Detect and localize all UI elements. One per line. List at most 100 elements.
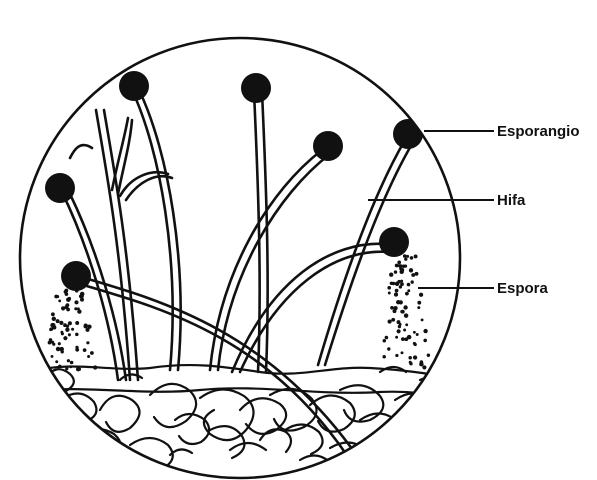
- spore-dot: [49, 338, 53, 342]
- spore-dot: [403, 329, 406, 332]
- spore-dot: [50, 327, 53, 330]
- spore-dot: [67, 359, 70, 362]
- spore-dot: [417, 306, 420, 309]
- spore-dot: [382, 355, 386, 359]
- spore-dot: [404, 337, 408, 341]
- spore-dot: [93, 365, 97, 369]
- spore-dot: [407, 283, 411, 287]
- hypha-label: Hifa: [497, 192, 526, 209]
- spore-dot: [399, 267, 402, 270]
- sporangium-label: Esporangio: [497, 123, 580, 140]
- spore-dot: [56, 319, 60, 323]
- spore-dot: [68, 321, 72, 325]
- spore-dot: [59, 321, 63, 325]
- spore-dot: [417, 301, 421, 305]
- spore-dot: [398, 325, 401, 328]
- spore-dot: [397, 329, 401, 333]
- spore-dot: [55, 360, 58, 363]
- spore-dot: [419, 293, 423, 297]
- spore-dot: [403, 254, 407, 258]
- spore-dot: [387, 347, 390, 350]
- spore-dot: [90, 351, 94, 355]
- spore-dot: [395, 336, 398, 339]
- spore-dot: [75, 333, 79, 337]
- spore-dot: [65, 367, 68, 370]
- spore-dot: [401, 310, 405, 314]
- spore-dot: [394, 270, 397, 273]
- spore-dot: [58, 342, 61, 345]
- spore-dot: [70, 361, 74, 365]
- spore-dot: [385, 336, 389, 340]
- spore-dot: [389, 273, 393, 277]
- spore-dot: [405, 292, 409, 296]
- sporangium-4: [393, 119, 423, 149]
- spore-dot: [59, 347, 63, 351]
- spore-dot: [58, 300, 61, 303]
- spore-dot: [51, 312, 55, 316]
- spore-dot: [405, 323, 408, 326]
- spore-dot: [391, 318, 395, 322]
- spore-dot: [399, 300, 403, 304]
- spore-dot: [63, 323, 67, 327]
- spore-dot: [399, 285, 402, 288]
- spore-dot: [388, 292, 391, 295]
- spore-dot: [409, 268, 413, 272]
- spore-dot: [74, 300, 78, 304]
- circle-contents: [30, 71, 480, 470]
- spore-dot: [411, 273, 415, 277]
- spore-dot: [423, 339, 427, 343]
- spore-dot: [77, 309, 81, 313]
- spore-dot: [387, 286, 391, 290]
- spore-dot: [383, 339, 387, 343]
- spore-dot: [81, 295, 84, 298]
- spore-dot: [408, 356, 412, 360]
- spore-label: Espora: [497, 280, 549, 297]
- spore-dot: [52, 343, 55, 346]
- spore-dot: [51, 355, 54, 358]
- spore-dot: [75, 289, 79, 293]
- spore-dot: [403, 305, 407, 309]
- spore-dot: [60, 331, 63, 334]
- spore-dot: [397, 261, 401, 265]
- sporangium-5: [45, 173, 75, 203]
- spore-dot: [395, 354, 398, 357]
- spore-dot: [69, 365, 72, 368]
- sporangium-3: [313, 131, 343, 161]
- hyphae: [62, 90, 412, 466]
- spore-dot: [410, 256, 414, 260]
- spore-dot: [68, 297, 72, 301]
- sporangium-1: [119, 71, 149, 101]
- spore-dot: [399, 270, 403, 274]
- spore-dot: [71, 328, 74, 331]
- spore-dot: [407, 289, 410, 292]
- spore-dot: [65, 328, 69, 332]
- spore-dot: [78, 368, 81, 371]
- spore-dot: [392, 282, 395, 285]
- spore-dot: [75, 346, 78, 349]
- spore-dot: [415, 272, 419, 276]
- spore-dot: [409, 361, 412, 364]
- spore-dot: [58, 365, 62, 369]
- sporangia: [45, 71, 423, 291]
- spore-dot: [413, 331, 416, 334]
- sporangium-7: [61, 261, 91, 291]
- spore-dot: [395, 289, 399, 293]
- spore-dot: [395, 282, 400, 287]
- spore-dot: [63, 336, 67, 340]
- spore-dot: [56, 295, 59, 298]
- spore-dot: [401, 337, 405, 341]
- spore-dot: [422, 365, 426, 369]
- spore-dot: [413, 355, 417, 359]
- spore-dot: [404, 313, 409, 318]
- spore-dot: [87, 325, 91, 329]
- spore-dot: [421, 318, 424, 321]
- spore-dot: [413, 342, 416, 345]
- spore-dot: [406, 255, 409, 258]
- spore-dot: [414, 254, 418, 258]
- spore-dot: [394, 306, 398, 310]
- spore-dot: [75, 321, 79, 325]
- spore-dot: [411, 280, 414, 283]
- spore-dot: [404, 264, 407, 267]
- spore-dot: [86, 341, 89, 344]
